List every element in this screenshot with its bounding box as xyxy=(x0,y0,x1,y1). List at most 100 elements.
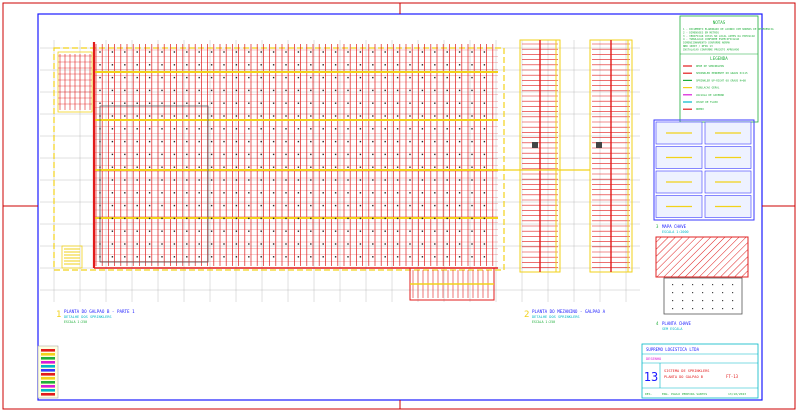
sprinkler-head xyxy=(310,140,312,143)
sprinkler-head xyxy=(396,217,399,220)
location-mark xyxy=(722,300,724,302)
location-mark xyxy=(672,292,674,294)
sprinkler-head xyxy=(458,115,461,117)
location-mark xyxy=(712,292,714,294)
sprinkler-head xyxy=(372,230,374,232)
sprinkler-head xyxy=(421,64,424,66)
sprinkler-head xyxy=(322,166,324,168)
sprinkler-head xyxy=(384,153,386,156)
sprinkler-head xyxy=(458,166,461,168)
sprinkler-head xyxy=(458,64,461,66)
sprinkler-head xyxy=(434,179,436,181)
sprinkler-head xyxy=(272,64,275,66)
sprinkler-head xyxy=(111,217,114,220)
sprinkler-head xyxy=(198,230,200,232)
sprinkler-head xyxy=(372,179,374,181)
sprinkler-head xyxy=(260,140,262,143)
sprinkler-head xyxy=(396,89,399,92)
left-wing-network xyxy=(57,51,93,269)
sprinkler-head xyxy=(235,204,238,207)
sprinkler-head xyxy=(272,115,275,117)
sprinkler-head xyxy=(347,51,349,53)
sprinkler-head xyxy=(409,102,411,104)
sprinkler-head xyxy=(310,204,312,207)
title-block xyxy=(641,343,759,399)
sprinkler-head xyxy=(198,192,200,194)
sprinkler-head xyxy=(334,204,337,207)
sprinkler-head xyxy=(148,230,151,232)
sprinkler-head xyxy=(260,179,262,181)
sprinkler-head xyxy=(310,243,312,245)
sprinkler-head xyxy=(111,166,114,168)
sprinkler-head xyxy=(359,192,362,194)
legend-label: REDE DE SPRINKLERS xyxy=(696,64,725,68)
sprinkler-head xyxy=(111,192,114,194)
sprinkler-head xyxy=(334,102,337,104)
sprinkler-head xyxy=(136,102,138,104)
sprinkler-head xyxy=(186,230,188,232)
sprinkler-head xyxy=(421,153,424,156)
sprinkler-head xyxy=(248,76,250,79)
sprinkler-head xyxy=(409,179,411,181)
sprinkler-head xyxy=(409,76,411,79)
sprinkler-head xyxy=(223,128,225,130)
sprinkler-head xyxy=(334,166,337,168)
sprinkler-head xyxy=(248,204,250,207)
sprinkler-head xyxy=(136,166,138,168)
key-map-number: 3 xyxy=(656,224,659,229)
sprinkler-head xyxy=(272,256,275,258)
sprinkler-head xyxy=(310,192,312,194)
sprinkler-head xyxy=(111,140,114,143)
sprinkler-head xyxy=(322,102,324,104)
sprinkler-head xyxy=(173,192,176,194)
sprinkler-head xyxy=(198,89,200,92)
sprinkler-head xyxy=(99,89,101,92)
legend-label: TUBULACAO GERAL xyxy=(696,86,720,90)
sprinkler-head xyxy=(111,76,114,79)
sprinkler-head xyxy=(148,51,151,53)
sprinkler-head xyxy=(124,217,126,220)
note-line: 4 - TUBULACAO CONFORME ESPECIFICACAO xyxy=(683,37,740,41)
sprinkler-head xyxy=(384,179,386,181)
sprinkler-head xyxy=(248,115,250,117)
location-mark xyxy=(712,308,714,310)
sprinkler-head xyxy=(198,51,200,53)
sprinkler-head xyxy=(310,115,312,117)
location-mark xyxy=(722,292,724,294)
sprinkler-head xyxy=(248,51,250,53)
sprinkler-head xyxy=(161,230,163,232)
sprinkler-head xyxy=(310,230,312,232)
sprinkler-head xyxy=(372,115,374,117)
sprinkler-head xyxy=(148,140,151,143)
sprinkler-head xyxy=(458,102,461,104)
sprinkler-head xyxy=(111,179,114,181)
sprinkler-head xyxy=(124,230,126,232)
sprinkler-head xyxy=(471,153,473,156)
sprinkler-head xyxy=(161,179,163,181)
sprinkler-head xyxy=(111,230,114,232)
sprinkler-head xyxy=(384,51,386,53)
sprinkler-head xyxy=(210,204,213,207)
sprinkler-head xyxy=(446,243,448,245)
sprinkler-head xyxy=(223,102,225,104)
sprinkler-head xyxy=(248,230,250,232)
sprinkler-head xyxy=(297,166,300,168)
sprinkler-head xyxy=(446,140,448,143)
sprinkler-head xyxy=(260,115,262,117)
sprinkler-head xyxy=(409,128,411,130)
sprinkler-head xyxy=(186,51,188,53)
location-mark xyxy=(692,292,694,294)
location-hatched-block xyxy=(655,236,749,278)
sprinkler-head xyxy=(446,115,448,117)
mezzanine-view-title: PLANTA DO MEZANINO - GALPAO A xyxy=(532,309,606,314)
sprinkler-head xyxy=(210,192,213,194)
sprinkler-head xyxy=(210,166,213,168)
sprinkler-head xyxy=(396,153,399,156)
sprinkler-head xyxy=(384,140,386,143)
sprinkler-head xyxy=(384,128,386,130)
sprinkler-head xyxy=(235,64,238,66)
sprinkler-head xyxy=(409,230,411,232)
sprinkler-head xyxy=(148,115,151,117)
drawn-label: DES. xyxy=(645,392,652,396)
